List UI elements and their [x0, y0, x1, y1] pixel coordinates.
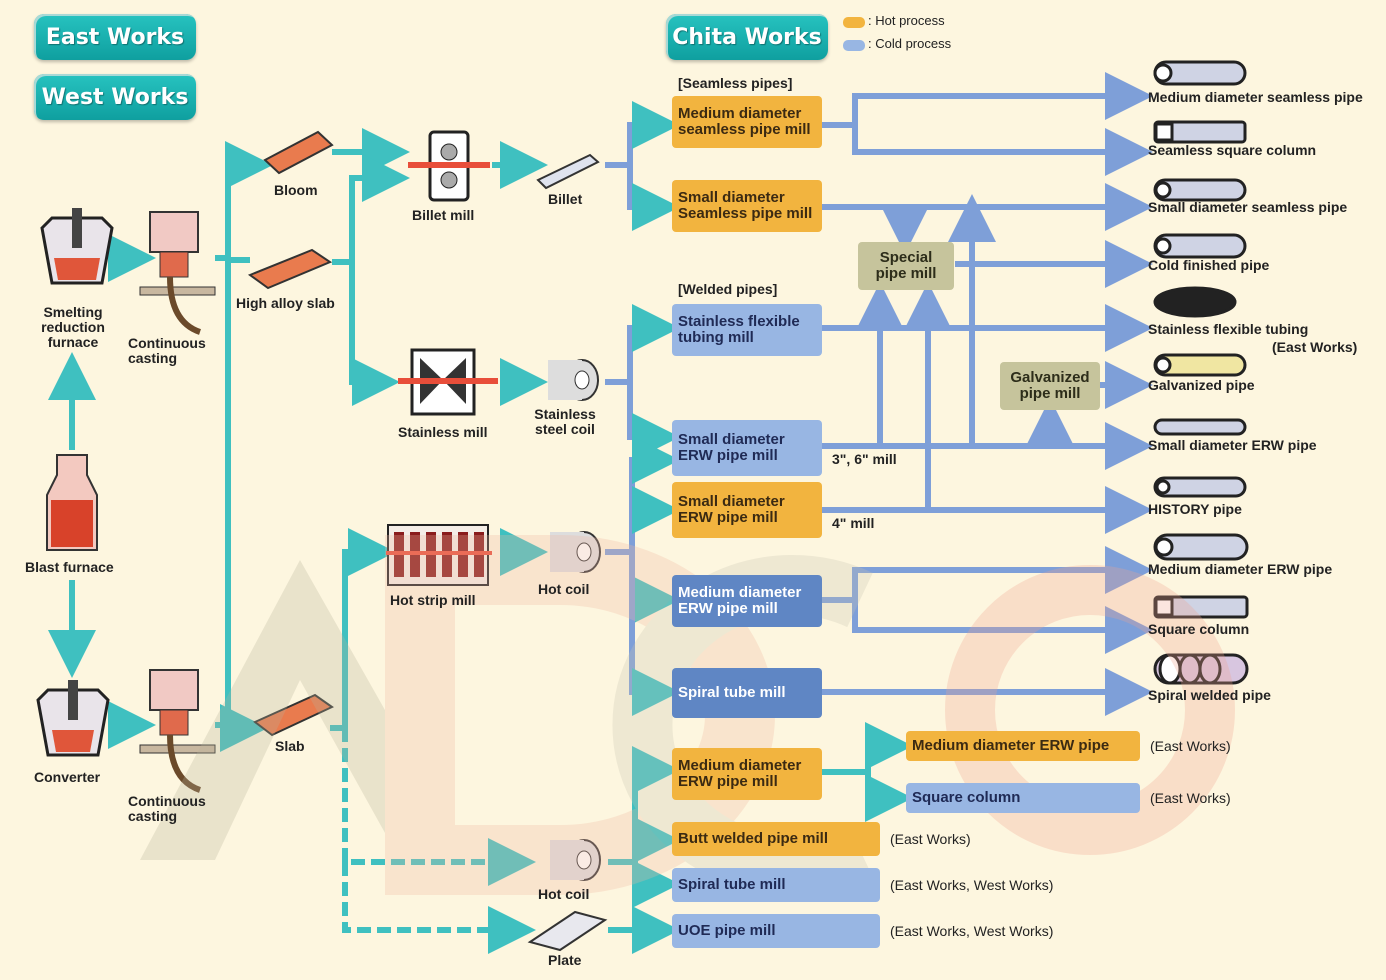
mill-size-label-1: 3", 6" mill: [832, 451, 897, 467]
stainless-mill-label: Stainless mill: [398, 424, 488, 440]
billet-mill-label: Billet mill: [412, 207, 475, 223]
medium-erw-mill-box-2[interactable]: Medium diameter ERW pipe mill: [672, 748, 822, 800]
legend-hot-label: : Hot process: [868, 13, 945, 28]
spiral-tube-mill-box-2[interactable]: Spiral tube mill: [672, 868, 880, 902]
note-5: (East Works, West Works): [890, 923, 1054, 939]
small-erw-mill-box-1[interactable]: Small diameter ERW pipe mill: [672, 420, 822, 476]
bloom-icon: [263, 130, 334, 175]
bloom-label: Bloom: [274, 182, 318, 198]
small-seamless-mill-box[interactable]: Small diameter Seamless pipe mill: [672, 180, 822, 232]
plate-icon: [527, 910, 608, 952]
small-erw-mill-box-2[interactable]: Small diameter ERW pipe mill: [672, 482, 822, 538]
product-label-4: Cold finished pipe: [1148, 257, 1270, 273]
converter-label: Converter: [34, 769, 101, 785]
welded-section-title: [Welded pipes]: [678, 281, 778, 297]
product-label-2: Seamless square column: [1148, 142, 1317, 158]
spiral-tube-mill-box-1[interactable]: Spiral tube mill: [672, 668, 822, 718]
hot-coil-label-1: Hot coil: [538, 581, 590, 597]
hot-coil-icon-2: [550, 839, 601, 881]
west-works-button[interactable]: West Works: [34, 74, 196, 120]
medium-erw-mill-box-1[interactable]: Medium diameter ERW pipe mill: [672, 575, 822, 627]
product-label-8: HISTORY pipe: [1148, 501, 1242, 517]
note-2: (East Works): [1150, 790, 1231, 806]
note-4: (East Works, West Works): [890, 877, 1054, 893]
product-label-5: Stainless flexible tubing: [1148, 321, 1309, 337]
galvanized-pipe-icon: [1153, 353, 1247, 377]
product-label-7: Small diameter ERW pipe: [1148, 437, 1317, 453]
smelting-furnace-icon: [40, 208, 114, 285]
note-3: (East Works): [890, 831, 971, 847]
medium-seamless-mill-box[interactable]: Medium diameter seamless pipe mill: [672, 96, 822, 148]
square-pipe-icon-2: [1153, 595, 1249, 619]
converter-icon: [36, 680, 110, 757]
butt-welded-mill-box[interactable]: Butt welded pipe mill: [672, 822, 880, 856]
billet-mill-icon: [408, 130, 490, 202]
continuous-casting-label-1: Continuous casting: [128, 335, 206, 366]
pipe-icon-5: [1153, 476, 1247, 498]
legend-cold-swatch: [843, 40, 865, 51]
legend-cold-label: : Cold process: [868, 36, 952, 51]
stainless-flexible-mill-box[interactable]: Stainless flexible tubing mill: [672, 304, 822, 356]
stainless-mill-icon: [398, 348, 498, 416]
high-alloy-slab-label: High alloy slab: [236, 295, 335, 311]
blast-furnace-label: Blast furnace: [25, 559, 114, 575]
mill-size-label-2: 4" mill: [832, 515, 875, 531]
square-pipe-icon-1: [1153, 120, 1247, 144]
billet-label: Billet: [548, 191, 583, 207]
hot-strip-mill-icon: [386, 524, 492, 586]
continuous-caster-icon-1: [139, 211, 216, 335]
east-works-button[interactable]: East Works: [34, 14, 196, 60]
continuous-casting-label-2: Continuous casting: [128, 793, 206, 824]
pipe-icon-2: [1153, 178, 1247, 202]
product-label-6: Galvanized pipe: [1148, 377, 1255, 393]
billet-icon: [536, 153, 600, 190]
product-label-10: Square column: [1148, 621, 1250, 637]
hot-coil-icon-1: [550, 531, 601, 573]
product-box-medium-erw[interactable]: Medium diameter ERW pipe: [906, 731, 1140, 761]
uoe-mill-box[interactable]: UOE pipe mill: [672, 914, 880, 948]
smelting-furnace-label: Smelting reduction furnace: [41, 304, 105, 350]
product-label-9: Medium diameter ERW pipe: [1148, 561, 1333, 577]
hot-coil-label-2: Hot coil: [538, 886, 590, 902]
stainless-coil-icon: [548, 359, 599, 401]
product-note-5: (East Works): [1272, 339, 1358, 355]
legend-hot-swatch: [843, 17, 865, 28]
high-alloy-slab-icon: [247, 248, 333, 290]
slab-label: Slab: [275, 738, 305, 754]
product-box-square-column[interactable]: Square column: [906, 783, 1140, 813]
pipe-icon-1: [1153, 60, 1247, 86]
special-pipe-mill-box[interactable]: Special pipe mill: [858, 242, 954, 290]
spiral-pipe-icon: [1153, 653, 1249, 685]
slab-icon: [253, 693, 334, 737]
pipe-icon-3: [1153, 233, 1247, 259]
seamless-section-title: [Seamless pipes]: [678, 75, 793, 91]
pipe-icon-4: [1153, 418, 1247, 436]
chita-works-button[interactable]: Chita Works: [666, 14, 828, 60]
product-label-3: Small diameter seamless pipe: [1148, 199, 1348, 215]
hot-strip-mill-label: Hot strip mill: [390, 592, 476, 608]
continuous-caster-icon-2: [139, 669, 216, 793]
product-label-1: Medium diameter seamless pipe: [1148, 89, 1363, 105]
blast-furnace-icon: [46, 454, 98, 551]
stainless-coil-label: Stainless steel coil: [534, 406, 596, 437]
plate-label: Plate: [548, 952, 582, 968]
flexible-tubing-icon: [1153, 286, 1237, 318]
product-label-11: Spiral welded pipe: [1148, 687, 1271, 703]
pipe-icon-6: [1153, 533, 1249, 561]
note-1: (East Works): [1150, 738, 1231, 754]
galvanized-pipe-mill-box[interactable]: Galvanized pipe mill: [1000, 362, 1100, 410]
